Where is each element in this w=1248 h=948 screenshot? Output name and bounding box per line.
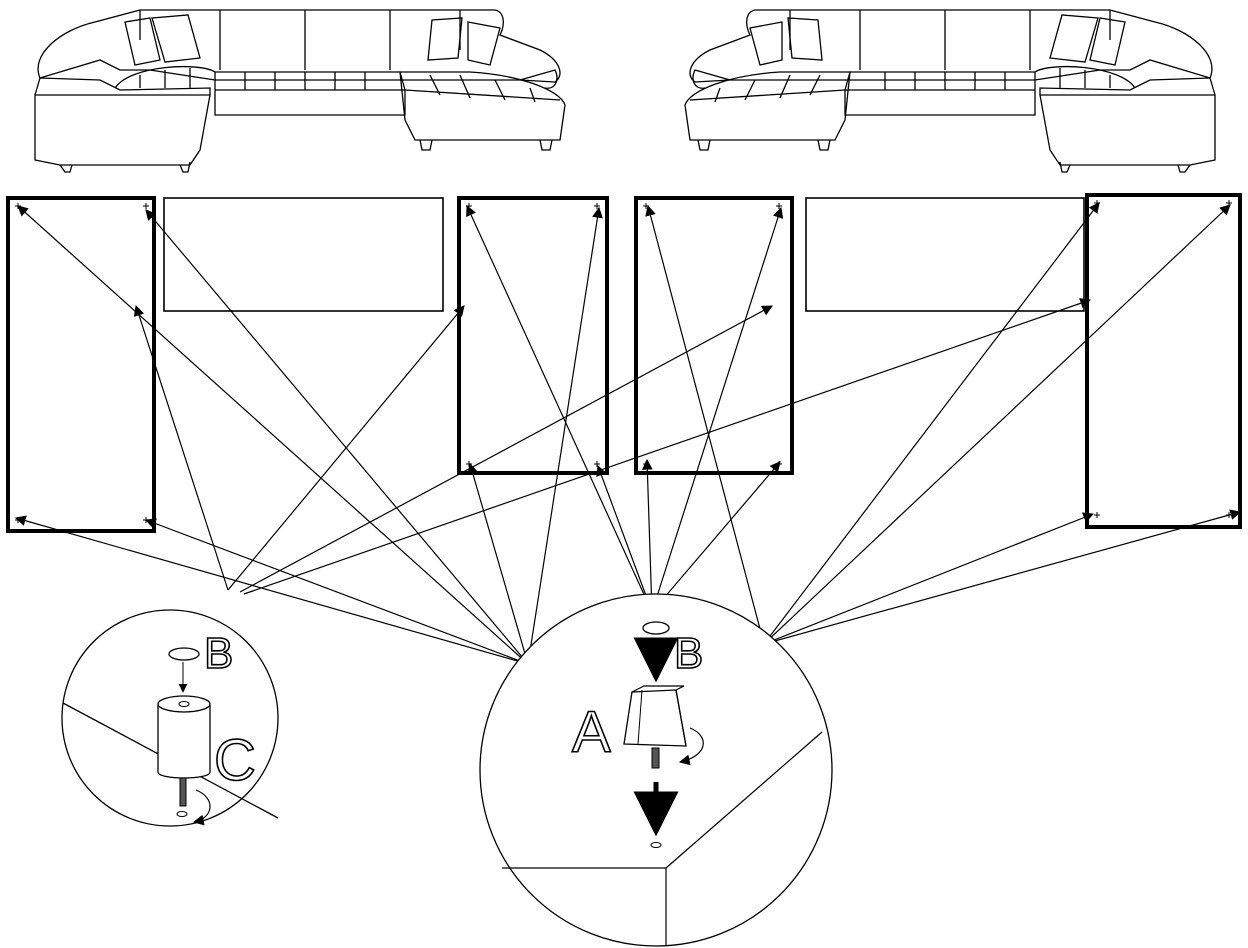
panel-right-chaise — [1085, 193, 1242, 529]
panel-center-right — [634, 196, 794, 475]
left-detail-label-c: C — [214, 728, 256, 793]
left-detail-label-b: B — [204, 629, 233, 678]
arrows-center-detail — [14, 202, 1242, 665]
left-detail-circle — [61, 609, 279, 827]
right-sofa-illustration — [684, 9, 1216, 173]
arrows-left-detail — [133, 298, 1092, 595]
right-detail-label-a: A — [572, 700, 611, 765]
right-detail-circle — [479, 593, 833, 947]
panel-right-middle — [805, 197, 1085, 312]
panel-left-chaise — [6, 196, 156, 533]
right-detail-label-b: B — [674, 629, 703, 678]
panel-left-middle — [163, 197, 444, 312]
panel-center-left — [457, 196, 609, 475]
left-sofa-illustration — [34, 9, 566, 173]
